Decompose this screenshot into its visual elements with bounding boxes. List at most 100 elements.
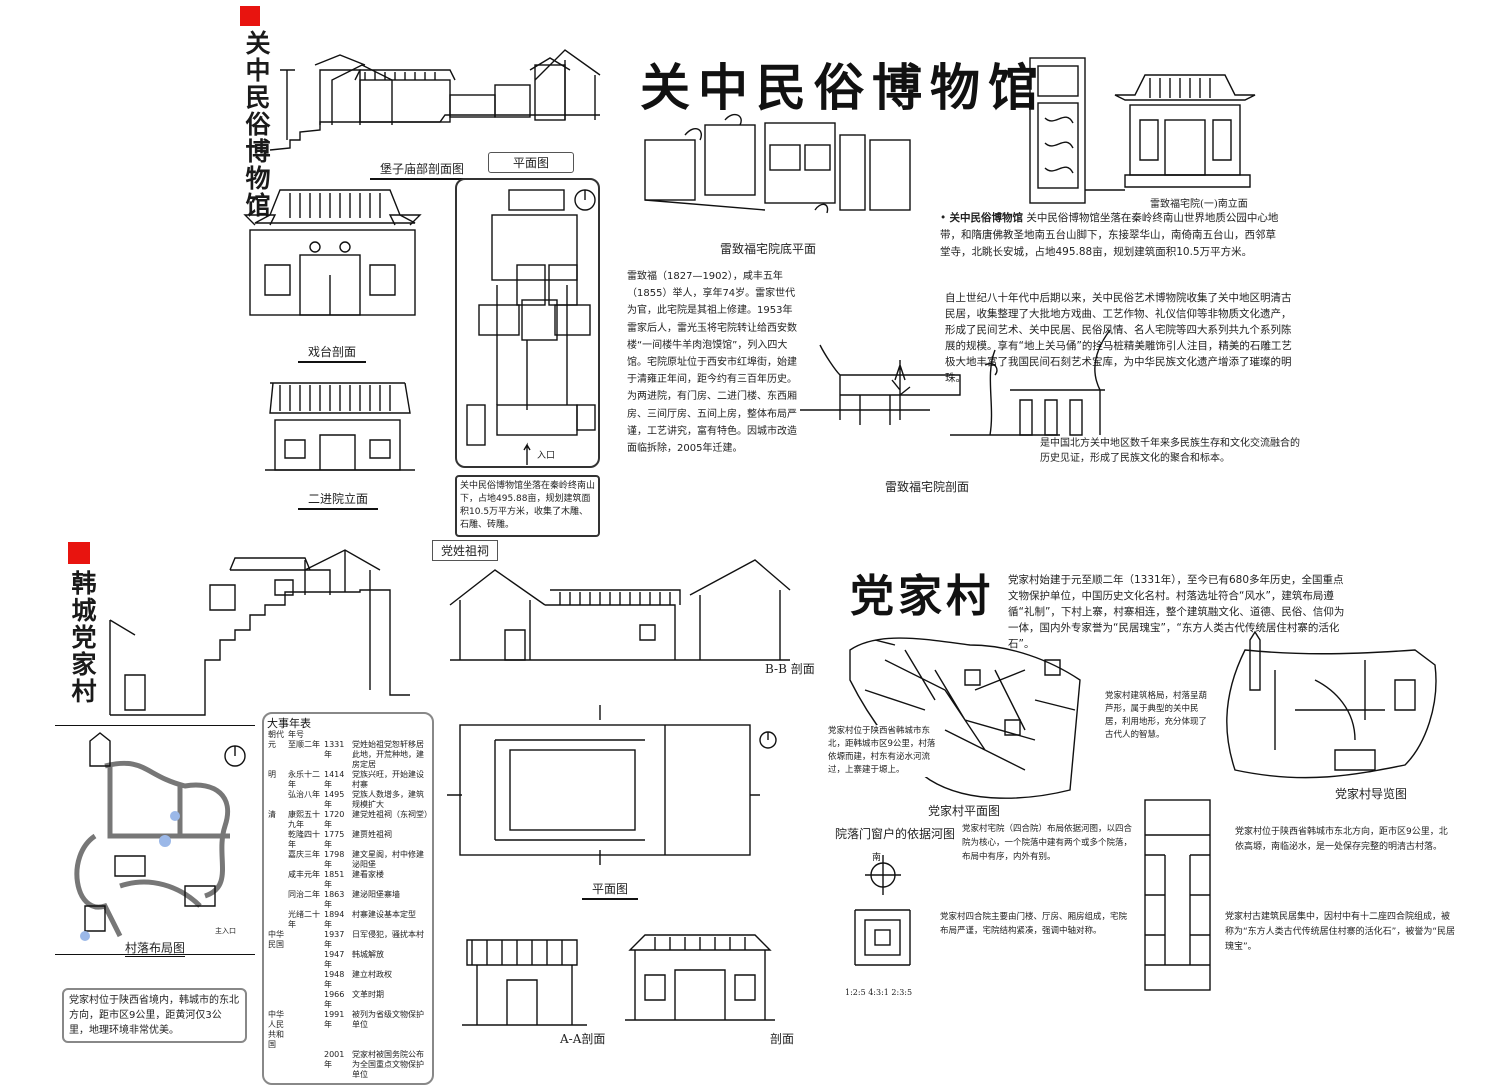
timeline-cell: 1414年 <box>324 770 345 789</box>
caption-street-section: 堡子庙部剖面图 <box>370 160 475 180</box>
caption-courtyard-hetu: 院落门窗户的依据河图 <box>835 827 956 841</box>
timeline-cell: 明 <box>268 770 276 779</box>
bullet-icon: • <box>940 212 950 224</box>
village-vertical-title: 韩城党家村 <box>68 570 97 705</box>
timeline-cell: 1798年 <box>324 850 345 869</box>
timeline-cell: 1851年 <box>324 870 345 889</box>
caption-plan: 平面图 <box>488 152 575 173</box>
timeline-cell <box>267 890 287 910</box>
village-form-note: 党家村四合院主要由门楼、厅房、厢房组成，宅院布局严谨，宅院结构紧凑，强调中轴对称… <box>940 912 1128 936</box>
hall-aa-section-drawing <box>462 939 587 1026</box>
village-bottom-note: 党家村位于陕西省韩城市东北方向，距市区9公里，北依高塬，南临泌水，是一处保存完整… <box>1235 827 1448 852</box>
timeline-cell: 1863年 <box>324 890 345 909</box>
museum-title: 关中民俗博物馆 <box>640 58 1046 117</box>
timeline-cell: 1966年 <box>324 990 345 1009</box>
museum-history-2: 是中国北方关中地区数千年来多民族生存和文化交流融合的历史见证，形成了民族文化的聚… <box>1040 438 1300 464</box>
timeline-header-dynasty: 朝代 <box>268 730 284 739</box>
stage-section-drawing <box>243 189 422 316</box>
timeline-cell <box>267 850 287 870</box>
village-layout-note: 党家村建筑格局，村落呈葫芦形，属于典型的关中民居，利用地形，充分体现了古代人的智… <box>1105 691 1208 740</box>
museum-intro-heading: 关中民俗博物馆 <box>949 212 1024 224</box>
timeline-cell: 建泌阳堡寨墙 <box>352 890 400 899</box>
village-title: 党家村 <box>850 571 994 622</box>
caption-ancestral-hall: 党姓祖祠 <box>432 540 499 561</box>
timeline-row: 2001年党家村被国务院公布为全国重点文物保护单位 <box>267 1050 429 1080</box>
timeline-row: 同治二年 1863年建泌阳堡寨墙 <box>267 890 429 910</box>
timeline-cell: 1331年 <box>324 740 345 759</box>
timeline-cell <box>267 830 287 850</box>
village-location-note: 党家村位于陕西省境内，韩城市的东北方向，距市区9公里，距黄河仅3公里，地理环境非… <box>62 988 247 1043</box>
timeline-header-era: 年号 <box>288 730 304 739</box>
museum-vertical-title: 关中民俗博物馆 <box>242 30 271 219</box>
caption-village-layout: 村落布局图 <box>125 941 186 957</box>
caption-lei-section: 雷致福宅院剖面 <box>885 480 970 494</box>
timeline-cell: 1991年 <box>324 1010 345 1029</box>
lei-elevation-drawing <box>1085 74 1256 191</box>
timeline-row: 1948年建立村政权 <box>267 970 429 990</box>
caption-stage-section: 戏台剖面 <box>298 343 367 363</box>
caption-lei-elevation: 雷致福宅院(一)南立面 <box>1150 199 1248 210</box>
hetu-diagram <box>854 855 911 966</box>
timeline-cell: 建立村政权 <box>352 970 392 979</box>
timeline-cell: 1720年 <box>324 810 345 829</box>
timeline-cell: 乾隆四十年 <box>288 830 320 849</box>
timeline-cell: 被列为省级文物保护单位 <box>352 1010 424 1029</box>
timeline-cell: 中华民国 <box>268 930 284 949</box>
timeline-cell: 中华人民共和国 <box>268 1010 284 1049</box>
timeline-cell <box>287 1010 323 1050</box>
timeline-cell: 韩城解放 <box>352 950 384 959</box>
timeline-cell: 永乐十二年 <box>288 770 320 789</box>
timeline-cell: 建看家楼 <box>352 870 384 879</box>
timeline-row: 1947年韩城解放 <box>267 950 429 970</box>
caption-lei-site-plan: 雷致福宅院底平面 <box>720 242 817 256</box>
timeline-row: 中华民国 1937年日军侵犯，骚扰本村 <box>267 930 429 950</box>
timeline-cell <box>267 1050 287 1080</box>
entrance-label: 入口 <box>537 451 556 461</box>
timeline-cell <box>267 970 287 990</box>
red-seal <box>68 542 90 564</box>
timeline-cell: 1948年 <box>324 970 345 989</box>
timeline-cell: 建党姓祖祠（东祠堂） <box>352 810 432 819</box>
museum-plan-frame: 入口 <box>455 178 600 468</box>
timeline-cell <box>287 990 323 1010</box>
village-plan-note: 党家村位于陕西省韩城市东北，距韩城市区9公里，村落依塬而建，村东有泌水河流过，上… <box>828 725 943 777</box>
timeline-cell: 同治二年 <box>288 890 320 899</box>
timeline-cell <box>287 950 323 970</box>
timeline-cell: 2001年 <box>324 1050 345 1069</box>
museum-intro-text: 关中民俗博物馆坐落在秦岭终南山世界地质公园中心地带，和隋唐佛教圣地南五台山脚下，… <box>940 212 1279 258</box>
village-layout-map-frame: 村落布局图 主入口 <box>55 725 255 957</box>
timeline-cell: 党族人数增多，建筑规模扩大 <box>352 790 424 809</box>
caption-aa-section: A-A剖面 <box>560 1032 606 1046</box>
north-label: 南 <box>872 853 882 863</box>
village-courtyard-note: 党家村宅院（四合院）布局依据河图，以四合院为核心，一个院落中建有两个或多个院落，… <box>962 824 1133 862</box>
caption-village-tour: 党家村导览图 <box>1335 787 1408 801</box>
timeline-cell: 咸丰元年 <box>288 870 320 879</box>
timeline-cell: 1495年 <box>324 790 345 809</box>
caption-second-courtyard: 二进院立面 <box>298 490 379 510</box>
timeline-cell: 日军侵犯，骚扰本村 <box>352 930 424 939</box>
timeline-cell: 1937年 <box>324 930 345 949</box>
timeline-cell: 村寨建设基本定型 <box>352 910 416 919</box>
timeline-cell <box>287 970 323 990</box>
timeline-cell <box>267 870 287 890</box>
timeline-cell <box>287 930 323 950</box>
gate-label: 主入口 <box>215 927 236 935</box>
museum-intro: • 关中民俗博物馆 关中民俗博物馆坐落在秦岭终南山世界地质公园中心地带，和隋唐佛… <box>940 210 1280 261</box>
timeline-cell: 康熙五十九年 <box>288 810 320 829</box>
carved-door-drawing <box>1029 57 1086 204</box>
village-section-drawing <box>109 549 410 716</box>
timeline-cell: 元 <box>268 740 276 749</box>
timeline-cell <box>267 950 287 970</box>
timeline-cell: 至顺二年 <box>288 740 320 749</box>
timeline-cell: 建文星阁，村中修建泌阳堡 <box>352 850 424 869</box>
timeline-cell: 光绪二十年 <box>288 910 320 929</box>
timeline-cell: 嘉庆三年 <box>288 850 320 859</box>
timeline-cell: 清 <box>268 810 276 819</box>
second-courtyard-drawing <box>265 382 415 471</box>
